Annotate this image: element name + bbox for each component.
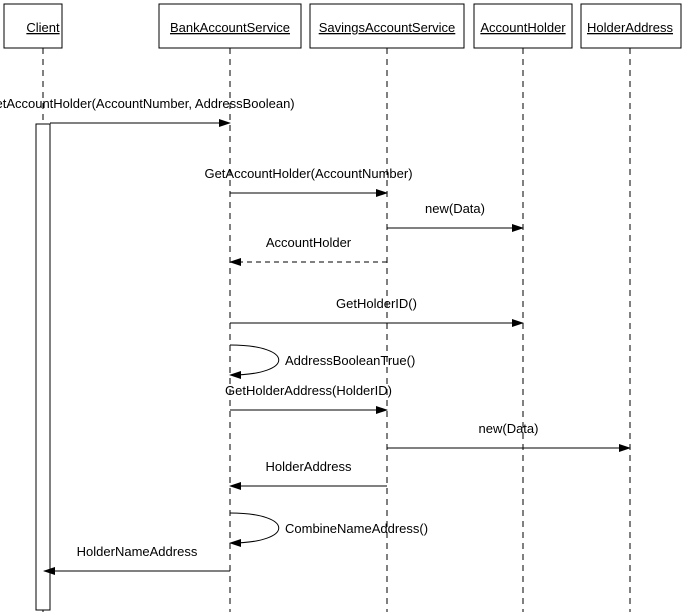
self-message-arrow: [229, 344, 279, 379]
object-address: HolderAddress: [580, 3, 682, 49]
message: AddressBooleanTrue(): [229, 344, 415, 379]
object-label: BankAccountService: [170, 20, 290, 35]
object-box: [309, 3, 465, 49]
message: HolderNameAddress: [43, 544, 230, 575]
message: GetAccountHolder(AccountNumber, AddressB…: [0, 96, 295, 127]
activation-bar: [35, 123, 51, 611]
object-label: AccountHolder: [480, 20, 566, 35]
message: GetHolderAddress(HolderID): [225, 383, 392, 414]
object-box: [3, 3, 63, 49]
client-activation-bar: [35, 123, 51, 611]
object-client: Client: [3, 3, 63, 49]
message-label: new(Data): [479, 421, 539, 436]
message-label: HolderAddress: [266, 459, 352, 474]
message-label: new(Data): [425, 201, 485, 216]
message: new(Data): [387, 201, 524, 232]
message-label: AccountHolder: [266, 235, 352, 250]
object-box: [158, 3, 302, 49]
object-box: [580, 3, 682, 49]
object-label: HolderAddress: [587, 20, 673, 35]
message-label: AddressBooleanTrue(): [285, 353, 415, 368]
message-label: CombineNameAddress(): [285, 521, 428, 536]
message: HolderAddress: [229, 459, 387, 490]
message: GetAccountHolder(AccountNumber): [204, 166, 413, 197]
object-savings: SavingsAccountService: [309, 3, 465, 49]
messages: GetAccountHolder(AccountNumber, AddressB…: [0, 96, 631, 575]
message-label: HolderNameAddress: [77, 544, 198, 559]
message-label: GetHolderID(): [336, 296, 417, 311]
object-holder: AccountHolder: [473, 3, 573, 49]
object-box: [473, 3, 573, 49]
message-label: GetAccountHolder(AccountNumber): [204, 166, 412, 181]
object-label: SavingsAccountService: [319, 20, 456, 35]
message: GetHolderID(): [230, 296, 524, 327]
object-headers: Client BankAccountService SavingsAccountSe…: [3, 3, 682, 49]
self-message-arrow: [229, 512, 279, 547]
message-label: GetAccountHolder(AccountNumber, AddressB…: [0, 96, 295, 111]
message: new(Data): [387, 421, 631, 452]
object-label: Client: [26, 20, 60, 35]
message: CombineNameAddress(): [229, 512, 428, 547]
message: AccountHolder: [229, 235, 387, 266]
message-label: GetHolderAddress(HolderID): [225, 383, 392, 398]
object-bank: BankAccountService: [158, 3, 302, 49]
